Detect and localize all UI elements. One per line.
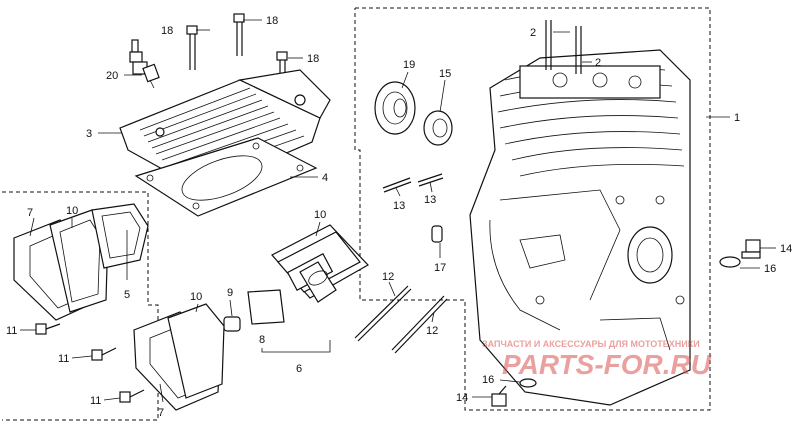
callout-17: 17 — [434, 262, 446, 274]
callout-13a: 13 — [393, 200, 405, 212]
spark-plug — [129, 39, 160, 89]
callout-18c: 18 — [307, 53, 319, 65]
callout-10c: 10 — [314, 209, 326, 221]
callout-16b: 16 — [482, 374, 494, 386]
oil-seal — [423, 110, 453, 146]
stud-13-a — [382, 177, 412, 193]
bolt-18-a — [186, 25, 198, 70]
stud-2-b — [575, 26, 582, 74]
callout-9: 9 — [227, 287, 233, 299]
bearing — [374, 81, 416, 135]
stud-2-a — [545, 20, 552, 70]
callout-7a: 7 — [27, 207, 33, 219]
bolt-18-b — [233, 13, 245, 56]
callout-2b: 2 — [595, 57, 601, 69]
long-stud-12-a — [354, 285, 412, 342]
callout-20: 20 — [106, 70, 118, 82]
bushing-9 — [223, 316, 241, 332]
plate-8 — [247, 289, 285, 325]
callout-10b: 10 — [190, 291, 202, 303]
watermark-tagline: ЗАПЧАСТИ И АКСЕССУАРЫ ДЛЯ МОТОТЕХНИКИ — [482, 339, 700, 349]
callout-labels: 1 2 2 3 4 5 6 7 7 8 9 10 10 10 11 11 11 … — [6, 15, 792, 419]
long-stud-12-b — [391, 295, 448, 354]
callout-18a: 18 — [161, 25, 173, 37]
insulator-assembly — [271, 224, 369, 303]
bolt-11-b — [91, 347, 117, 361]
callout-15: 15 — [439, 68, 451, 80]
callout-5: 5 — [124, 289, 130, 301]
callout-12a: 12 — [382, 271, 394, 283]
callout-3: 3 — [86, 128, 92, 140]
insulator-5 — [91, 203, 149, 269]
callout-7b: 7 — [158, 407, 164, 419]
watermark: ЗАПЧАСТИ И АКСЕССУАРЫ ДЛЯ МОТОТЕХНИКИ PA… — [482, 339, 712, 380]
dowel-pin — [431, 225, 443, 243]
gasket-10-bottom — [167, 303, 225, 399]
callout-12b: 12 — [426, 325, 438, 337]
callout-13b: 13 — [424, 194, 436, 206]
callout-11a: 11 — [6, 325, 17, 337]
callout-14b: 14 — [456, 392, 468, 404]
washer-16-bottom — [519, 378, 537, 388]
callout-2a: 2 — [530, 27, 536, 39]
stud-13-b — [417, 173, 444, 187]
callout-8: 8 — [259, 334, 265, 346]
callout-11c: 11 — [90, 395, 101, 407]
callout-6: 6 — [296, 363, 302, 375]
bolt-11-a — [35, 323, 61, 335]
callout-11b: 11 — [58, 353, 69, 365]
watermark-logo: PARTS-FOR.RU — [502, 349, 712, 380]
bolt-11-c — [119, 389, 145, 403]
assembly-box-covers — [2, 191, 159, 421]
callout-14a: 14 — [780, 243, 792, 255]
callout-16a: 16 — [764, 263, 776, 275]
callout-19: 19 — [403, 59, 415, 71]
drain-bolt-14 — [741, 239, 761, 259]
head-gasket — [134, 137, 318, 217]
callout-1: 1 — [734, 112, 740, 124]
drain-bolt-14-bottom — [491, 385, 507, 407]
leader-lines — [20, 19, 776, 403]
callout-18b: 18 — [266, 15, 278, 27]
callout-10a: 10 — [66, 205, 78, 217]
washer-16 — [719, 256, 741, 268]
callout-4: 4 — [322, 172, 328, 184]
crankcase — [469, 49, 691, 406]
